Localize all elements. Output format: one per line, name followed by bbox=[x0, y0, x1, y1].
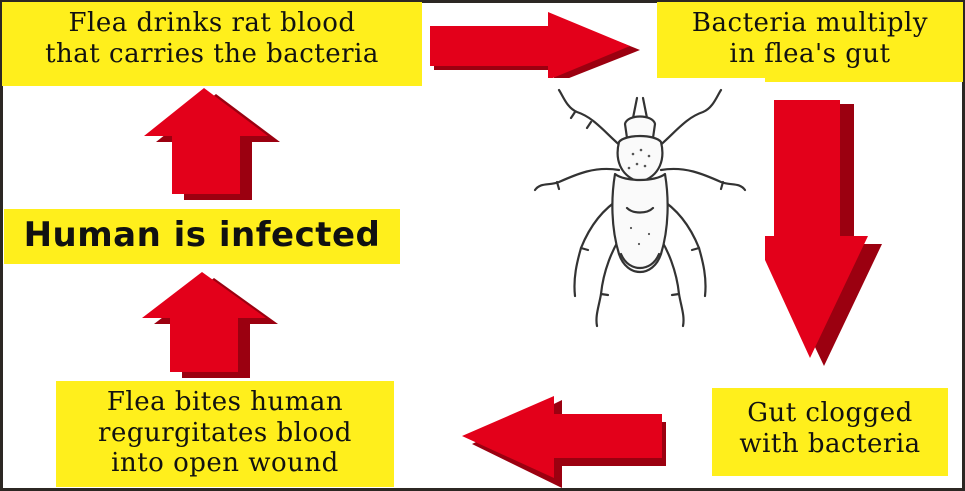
label-line: Bacteria multiply bbox=[657, 8, 963, 39]
flea-icon bbox=[515, 78, 765, 340]
label-flea-drinks-rat-blood: Flea drinks rat blood that carries the b… bbox=[2, 2, 422, 86]
label-line: into open wound bbox=[56, 448, 394, 479]
arrow-up-icon bbox=[140, 88, 280, 200]
arrow-right-icon bbox=[430, 12, 645, 84]
label-gut-clogged: Gut clogged with bacteria bbox=[712, 388, 948, 476]
flea-illustration bbox=[515, 78, 765, 340]
label-line: Flea drinks rat blood bbox=[2, 8, 422, 39]
label-line: regurgitates blood bbox=[56, 418, 394, 449]
label-line: Gut clogged bbox=[712, 398, 948, 429]
label-line: in flea's gut bbox=[657, 39, 963, 70]
label-bacteria-multiply: Bacteria multiply in flea's gut bbox=[657, 2, 963, 82]
label-flea-bites-human: Flea bites human regurgitates blood into… bbox=[56, 381, 394, 487]
label-line: Human is infected bbox=[4, 209, 400, 261]
label-line: Flea bites human bbox=[56, 387, 394, 418]
label-line: that carries the bacteria bbox=[2, 39, 422, 70]
label-human-is-infected: Human is infected bbox=[4, 209, 400, 264]
label-line: with bacteria bbox=[712, 429, 948, 460]
arrow-left-icon bbox=[462, 396, 672, 488]
arrow-up-icon bbox=[138, 272, 278, 384]
arrow-down-icon bbox=[760, 100, 880, 370]
